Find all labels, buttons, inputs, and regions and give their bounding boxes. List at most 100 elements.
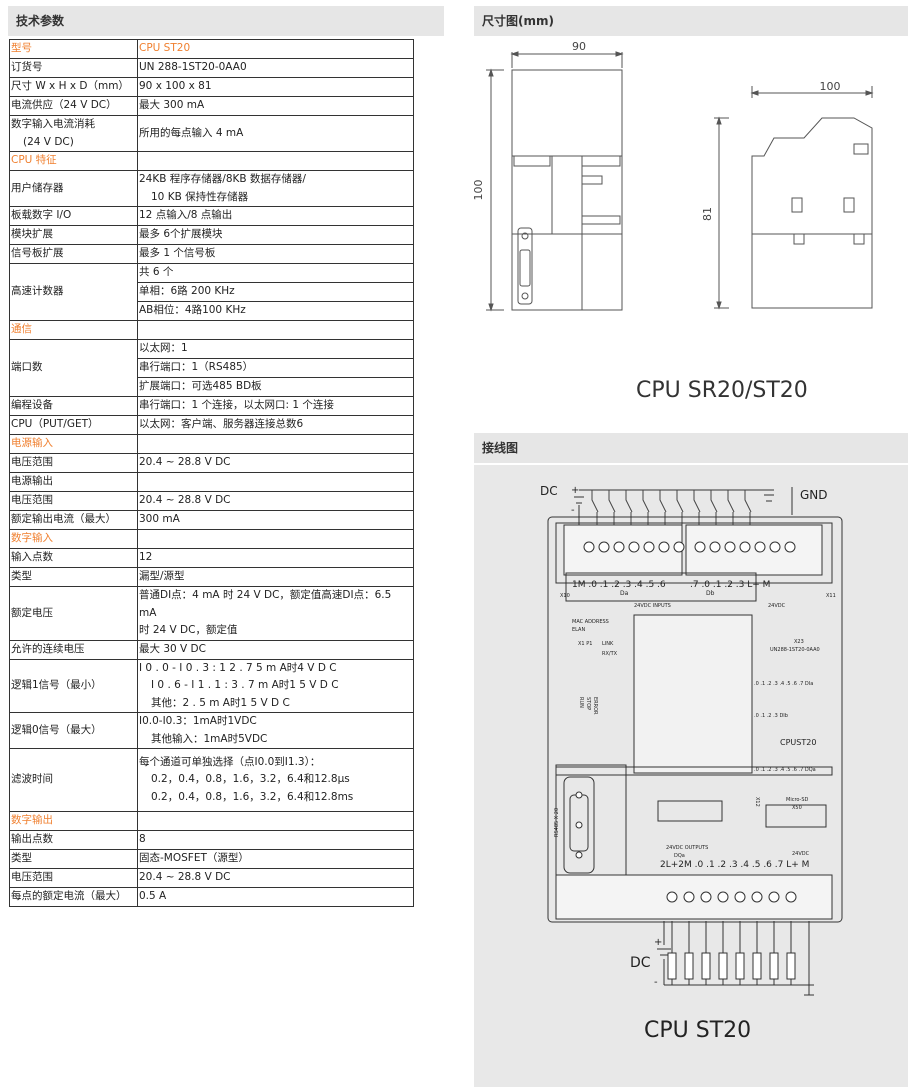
spec-value: AB相位：4路100 KHz [137,301,414,321]
minus-sign-bottom: - [654,977,658,988]
table-row: 编程设备串行端口：1 个连接，以太网口: 1 个连接 [9,396,414,416]
spec-value-line: I 0 . 6 - I 1 . 1 : 3 . 7 m A时1 5 V D C [151,679,339,691]
spec-value: 以太网：客户端、服务器连接总数6 [137,415,414,435]
input-terminals-a: 1M .0 .1 .2 .3 .4 .5 .6 [572,580,666,590]
spec-label: 编程设备 [9,396,138,416]
spec-value: 20.4 ~ 28.8 V DC [137,868,414,888]
section-label: 电源输入 [9,434,138,454]
table-row: 数字输入电流消耗 (24 V DC) 所用的每点输入 4 mA [9,115,414,152]
spec-label: 用户储存器 [9,170,138,207]
rs485-label: RS485 X 20 [554,808,560,837]
width-label: 90 [572,40,586,53]
table-row: 滤波时间每个通道可单独选择（点I0.0到I1.3）：0.2，0.4，0.8，1.… [9,748,414,812]
spec-label: 允许的连续电压 [9,639,138,660]
spec-label: 板载数字 I/O [9,206,138,226]
spec-label: 每点的额定电流（最大） [9,887,138,907]
spec-value-line: 0.2，0.4，0.8，1.6，3.2，6.4和12.8μs [151,773,350,786]
table-row: 数字输出 [9,811,414,831]
dimension-caption: CPU SR20/ST20 [636,378,808,403]
micro-sd-label: Micro-SD [786,797,809,803]
depth-label: 100 [820,80,841,93]
spec-value [137,434,414,454]
spec-label: 型号 [9,39,138,59]
wiring-panel: DC + - GND 1M .0 .1 .2 .3 .4 .5 .6 .7 .0… [474,465,908,1087]
table-row: 高速计数器共 6 个 [9,263,414,321]
spec-label: 电压范围 [9,491,138,511]
spec-value: 最多 6个扩展模块 [137,225,414,245]
spec-value: 每个通道可单独选择（点I0.0到I1.3）：0.2，0.4，0.8，1.6，3.… [137,748,414,812]
table-row: 额定电压普通DI点：4 mA 时 24 V DC，额定值高速DI点：6.5 mA… [9,586,414,641]
table-row: 电源输入 [9,434,414,454]
spec-value: 最多 1 个信号板 [137,244,414,264]
table-row: 端口数以太网：1 [9,339,414,397]
spec-header: 技术参数 [8,6,444,36]
spec-value: 固态-MOSFET（源型） [137,849,414,869]
spec-label-line: (24 V DC) [23,135,74,148]
model-label: CPUST20 [780,738,816,747]
spec-label: 额定电压 [9,586,138,641]
plus-sign-bottom: + [654,937,662,948]
table-row: 通信 [9,320,414,340]
table-row: 类型固态-MOSFET（源型） [9,849,414,869]
height-label: 100 [474,180,485,201]
spec-value-line: 其他：2 . 5 m A时1 5 V D C [151,696,290,709]
depth-height-label: 81 [701,207,714,221]
order-label: UN288-1ST20-0AA0 [770,647,820,653]
spec-value: 串行端口：1 个连接，以太网口: 1 个连接 [137,396,414,416]
x11-label: X11 [826,593,836,599]
error-label: ERROR [592,697,598,715]
spec-value-line: 24KB 程序存储器/8KB 数据存储器/ [139,173,306,185]
spec-value: UN 288-1ST20-0AA0 [137,58,414,78]
spec-value-line: 普通DI点：4 mA 时 24 V DC，额定值高速DI点：6.5 mA [139,589,392,619]
input-terminals-b: .7 .0 .1 .2 .3 L+ M [690,580,770,590]
spec-label: 电流供应（24 V DC） [9,96,138,116]
spec-value: 12 [137,548,414,568]
spec-value: 以太网：1 [137,339,414,359]
spec-value: 扩展端口：可选485 BD板 [137,377,414,397]
spec-value: 8 [137,830,414,850]
dia-row: .0 .1 .2 .3 .4 .5 .6 .7 DIa [754,681,813,687]
table-row: 信号板扩展最多 1 个信号板 [9,244,414,264]
spec-value-line: 0.2，0.4，0.8，1.6，3.2，6.4和12.8ms [151,790,354,803]
link-label: LINK [602,641,614,647]
spec-value: 90 x 100 x 81 [137,77,414,97]
section-label: 数字输入 [9,529,138,549]
vdc-out-label: 24VDC [792,851,810,857]
spec-value-line: I 0 . 0 - I 0 . 3 : 1 2 . 7 5 m A时4 V D … [139,661,337,674]
x1p1-label: X1 P1 [578,641,592,647]
plus-sign: + [571,485,579,496]
spec-value-line: I0.0-I0.3：1mA时1VDC [139,715,257,727]
section-label: 数字输出 [9,811,138,831]
table-row: 每点的额定电流（最大）0.5 A [9,887,414,907]
wiring-header: 接线图 [474,433,908,463]
table-row: 电流供应（24 V DC）最大 300 mA [9,96,414,116]
spec-value [137,472,414,492]
output-terminals: 2L+2M .0 .1 .2 .3 .4 .5 .6 .7 L+ M [660,860,809,870]
spec-label: 电源输出 [9,472,138,492]
wiring-diagram: DC + - GND 1M .0 .1 .2 .3 .4 .5 .6 .7 .0… [540,484,843,996]
spec-value: I 0 . 0 - I 0 . 3 : 1 2 . 7 5 m A时4 V D … [137,658,414,713]
table-row: 允许的连续电压最大 30 V DC [9,639,414,660]
x23-label: X23 [794,639,804,645]
table-row: 电源输出 [9,472,414,492]
dimensions-header: 尺寸图(mm) [474,6,908,36]
spec-value: 所用的每点输入 4 mA [137,115,414,152]
spec-label: 电压范围 [9,453,138,473]
spec-value: 300 mA [137,510,414,530]
table-row: 类型漏型/源型 [9,567,414,587]
spec-label: 类型 [9,849,138,869]
spec-value [137,320,414,340]
spec-label-line: 数字输入电流消耗 [11,118,95,130]
spec-label: 输入点数 [9,548,138,568]
x10-label: X10 [560,593,570,599]
spec-value: 0.5 A [137,887,414,907]
dc-top-label: DC [540,484,558,498]
spec-value: 共 6 个 [137,263,414,283]
